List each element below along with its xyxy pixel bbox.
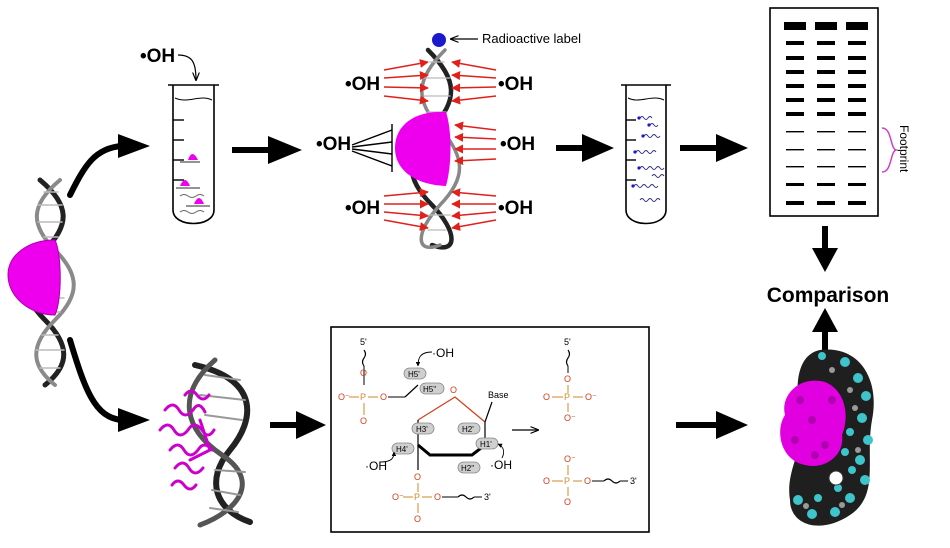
crystal-structure-ribbon <box>158 357 253 528</box>
blocked-radical-lines <box>351 124 393 172</box>
h5dprime-label: H5'' <box>423 385 437 394</box>
arrow-gel-to-comparison <box>812 226 838 272</box>
central-complex: Radioactive label •OH •OH •OH •OH •OH •O… <box>316 31 581 250</box>
test-tube-fragments <box>621 84 671 225</box>
oh-label-mid-left: •OH <box>316 134 351 155</box>
oh-radical-right: ·OH <box>490 458 512 472</box>
deoxyribose-ring: O Base <box>404 384 509 470</box>
base-label: Base <box>488 390 509 400</box>
oh-radical-top: ·OH <box>432 346 454 360</box>
o-minus-5: O⁻ <box>564 454 576 464</box>
protein-left <box>7 239 61 316</box>
three-prime-label-1: 3' <box>484 492 491 502</box>
arrowhead-bottom-branch <box>118 408 150 432</box>
five-prime-label-1: 5' <box>360 337 367 347</box>
h3prime-label: H3' <box>416 425 428 434</box>
oh-label-top-right: •OH <box>498 74 533 95</box>
gel-bands <box>784 22 868 205</box>
oxygen-7: O <box>564 374 571 384</box>
hydroxyl-cleavage-chemistry: 5' O O⁻ P O O O Base <box>330 326 650 533</box>
five-prime-label-2: 5' <box>564 337 571 347</box>
branch-arrows <box>67 143 125 423</box>
h4prime-label: H4' <box>396 445 408 454</box>
oh-label-top-left: •OH <box>345 74 380 95</box>
oxygen-5: O <box>414 514 421 524</box>
oh-radical-left: ·OH <box>365 459 387 473</box>
oh-label-bot-right: •OH <box>498 198 533 219</box>
arrowhead-top-branch <box>118 134 150 158</box>
oxygen-9: O <box>543 476 550 486</box>
dna-protein-complex <box>7 177 76 388</box>
footprint-label: Footprint <box>897 125 911 173</box>
oh-label-bot-left: •OH <box>345 198 380 219</box>
phosphorus-2: P <box>414 492 420 502</box>
oxygen-6: O <box>434 492 441 502</box>
oxygen-2: O <box>360 416 367 426</box>
footprint-bracket <box>881 127 899 173</box>
ring-oxygen: O <box>450 385 457 395</box>
radioactive-label-text: Radioactive label <box>482 31 581 46</box>
oxygen-10: O <box>584 476 591 486</box>
arrow-tube-to-complex <box>232 136 302 164</box>
oxygen-4: O <box>414 472 421 482</box>
three-prime-label-2: 3' <box>630 476 637 486</box>
oh-radical-label-tube: •OH <box>140 46 175 67</box>
o-minus-3: O⁻ <box>585 392 597 402</box>
h5prime-label: H5' <box>408 370 420 379</box>
gel-electrophoresis: Footprint <box>769 7 911 217</box>
protein-ribbon <box>158 389 216 491</box>
arrow-tube-to-gel <box>680 134 748 162</box>
protein-dna-complexes-in-tube <box>176 154 210 214</box>
test-tube-reaction: •OH <box>140 46 219 225</box>
hydrogen-pills <box>391 367 499 474</box>
o-minus-2: O⁻ <box>392 492 404 502</box>
arrow-complex-to-tube <box>556 134 614 162</box>
solvent-accessibility-surface <box>780 349 874 526</box>
oxygen-3: O <box>380 392 387 402</box>
arrow-structure-to-comparison <box>812 308 838 354</box>
comparison-label: Comparison <box>767 284 890 307</box>
o-minus-1: O⁻ <box>338 392 350 402</box>
oh-label-mid-right: •OH <box>500 134 535 155</box>
arrow-oh-into-tube <box>177 54 196 80</box>
h2dprime-label: H2'' <box>461 464 475 473</box>
h2prime-label: H2' <box>462 425 474 434</box>
phosphorus-4: P <box>564 476 570 486</box>
arrow-chemistry-to-surface <box>676 411 748 439</box>
o-minus-4: O⁻ <box>564 413 576 423</box>
phosphorus-1: P <box>360 392 366 402</box>
oxygen-11: O <box>564 497 571 507</box>
dna-fragments <box>633 116 665 202</box>
phosphorus-3: P <box>564 392 570 402</box>
oxygen-1: O <box>360 368 367 378</box>
h1prime-label: H1' <box>480 440 492 449</box>
arrow-structure-to-chemistry <box>270 411 326 439</box>
oxygen-8: O <box>543 392 550 402</box>
radioactive-label-dot <box>432 33 446 47</box>
protein-central <box>395 111 451 186</box>
radical-attack-arrows <box>383 59 497 231</box>
